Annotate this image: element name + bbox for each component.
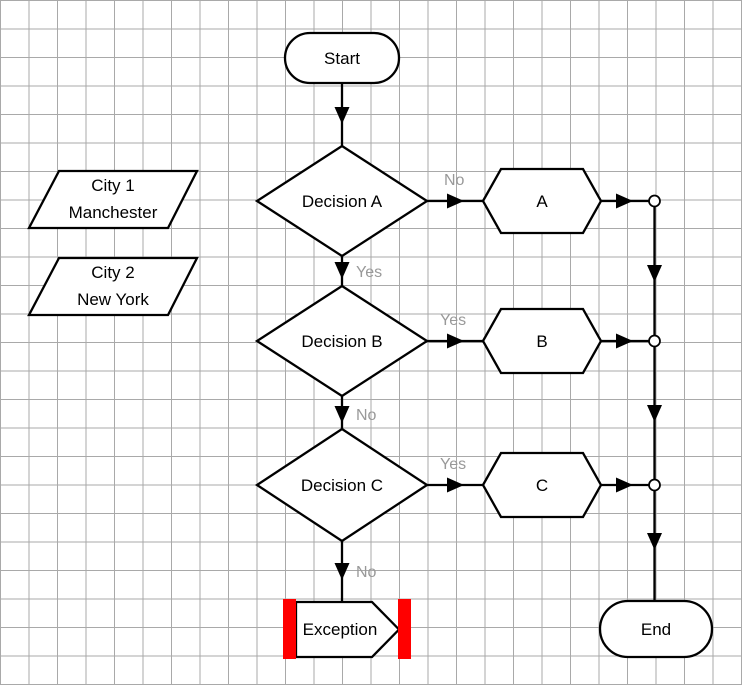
exception-right-bar [398,599,411,659]
arrowhead-right-icon [616,333,633,349]
edge-decision-a-decision-b[interactable] [334,256,350,286]
node-exception[interactable]: Exception [283,599,411,659]
terminator-shape[interactable] [598,599,714,659]
edge-start-decision-a[interactable] [334,84,350,147]
hexagon-shape[interactable] [481,167,603,235]
arrowhead-down-icon [334,107,350,124]
node-label-line1: City 1 [91,176,134,195]
exception-left-bar [283,599,296,659]
edge-label-yes: Yes [440,456,466,473]
edge-decision-c-option-c[interactable] [427,477,483,493]
node-label: A [536,192,548,211]
edge-decision-b-decision-c[interactable] [334,396,350,429]
edge-decision-a-option-a[interactable] [427,193,483,209]
arrowhead-down-icon [647,533,662,550]
arrowhead-right-icon [447,333,464,349]
node-decision-c[interactable]: Decision C [254,427,430,543]
node-label: Exception [303,620,378,639]
edge-label-no: No [356,564,377,581]
arrowhead-right-icon [447,193,464,209]
hexagon-shape[interactable] [481,307,603,375]
node-start[interactable]: Start [283,31,401,85]
nodes: Start City 1 Manchester City 2 New York … [27,31,714,659]
parallelogram-shape[interactable] [27,169,199,230]
edge-option-b-rail[interactable] [601,333,649,349]
node-label: End [641,620,671,639]
arrowhead-down-icon [334,563,350,580]
edge-label-no: No [444,172,465,189]
node-city1[interactable]: City 1 Manchester [27,169,199,230]
edge-label-no: No [356,407,377,424]
node-decision-a[interactable]: Decision A [254,144,430,258]
node-option-a[interactable]: A [481,167,603,235]
node-option-b[interactable]: B [481,307,603,375]
parallelogram-shape[interactable] [27,256,199,317]
node-label: Decision C [301,476,383,495]
node-label-line1: City 2 [91,263,134,282]
arrowhead-right-icon [616,477,633,493]
node-label-line2: New York [77,290,149,309]
node-city2[interactable]: City 2 New York [27,256,199,317]
decision-shape[interactable] [254,284,430,398]
hexagon-shape[interactable] [481,451,603,519]
junction-dot [648,478,661,492]
node-label: B [536,332,547,351]
edge-rail-end[interactable] [647,194,662,602]
node-end[interactable]: End [598,599,714,659]
edge-option-a-rail[interactable] [601,193,649,209]
node-label: Decision A [302,192,383,211]
node-label-line2: Manchester [69,203,158,222]
junction-dot [648,194,661,208]
edge-option-c-rail[interactable] [601,477,649,493]
edge-label-yes: Yes [440,312,466,329]
junction-dot [648,334,661,348]
node-decision-b[interactable]: Decision B [254,284,430,398]
edge-decision-c-exception[interactable] [334,541,350,602]
connectors [334,84,662,602]
edge-decision-b-option-b[interactable] [427,333,483,349]
node-label: C [536,476,548,495]
arrowhead-right-icon [447,477,464,493]
arrowhead-down-icon [334,406,350,423]
arrowhead-right-icon [616,193,633,209]
arrowhead-down-icon [647,265,662,282]
decision-shape[interactable] [254,144,430,258]
edge-labels: No Yes Yes No Yes No [356,172,466,581]
node-label: Decision B [301,332,382,351]
arrowhead-down-icon [647,405,662,422]
terminator-shape[interactable] [283,31,401,85]
node-option-c[interactable]: C [481,451,603,519]
decision-shape[interactable] [254,427,430,543]
edge-label-yes: Yes [356,264,382,281]
arrowhead-down-icon [334,262,350,279]
node-label: Start [324,49,360,68]
